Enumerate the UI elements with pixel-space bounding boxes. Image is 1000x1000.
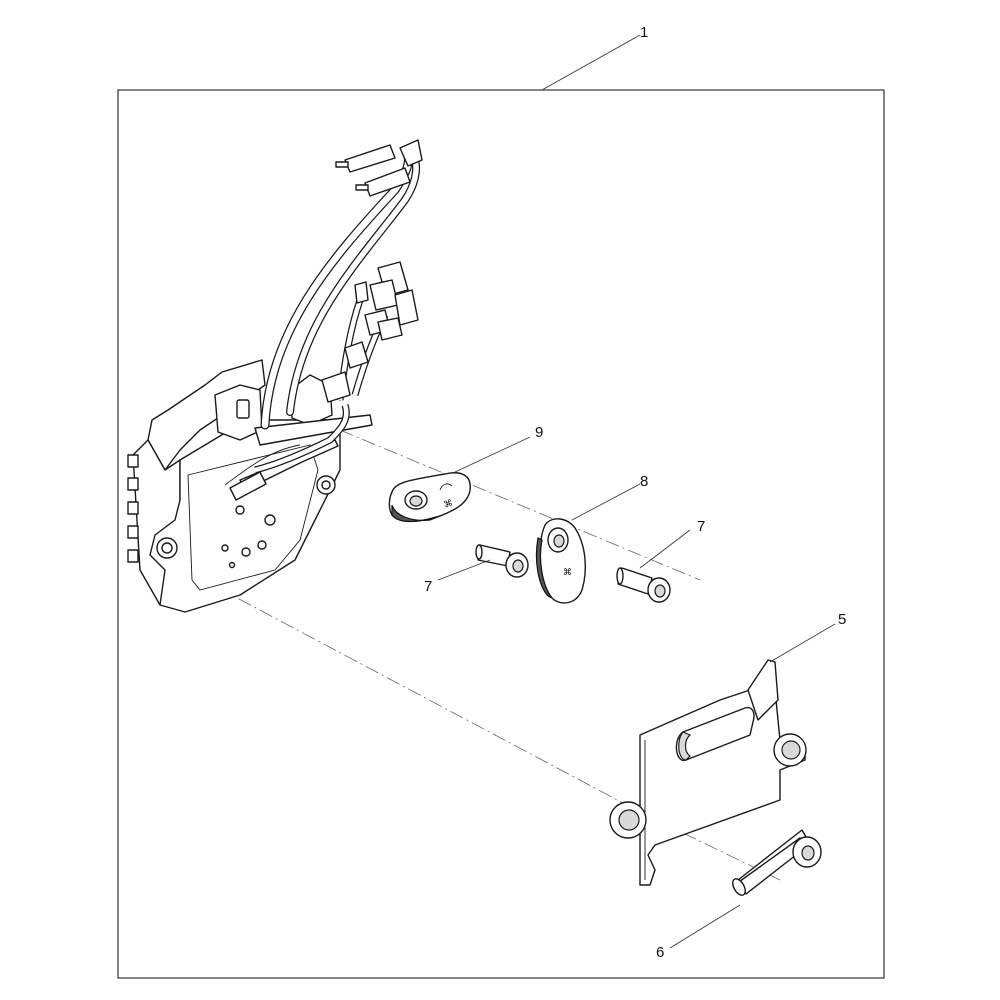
callout-7-right: 7 (697, 518, 705, 535)
callout-labels: 1 9 8 7 7 5 6 (424, 24, 846, 961)
short-screw-right (616, 567, 671, 603)
wire-harness (229, 139, 423, 501)
assembly-frame (117, 89, 885, 979)
long-screw-6 (732, 829, 822, 896)
control-module (127, 359, 373, 613)
callout-9: 9 (535, 424, 543, 441)
svg-text:⌘: ⌘ (442, 497, 454, 509)
cover-plate-5 (609, 659, 807, 886)
callout-5: 5 (838, 611, 846, 628)
callout-6: 6 (656, 944, 664, 961)
callout-7-left: 7 (424, 578, 432, 595)
svg-text:⌘: ⌘ (563, 567, 572, 577)
cable-clamp-8: ⌘ (535, 518, 586, 604)
callout-1: 1 (640, 24, 648, 41)
wire-ferrules (335, 139, 423, 197)
leader-lines (437, 34, 836, 949)
callout-8: 8 (640, 473, 648, 490)
connectors (321, 261, 419, 403)
short-screw-left (475, 544, 529, 578)
side-ribs (127, 454, 139, 563)
cable-clamp-9: ⌘ (388, 472, 471, 523)
face-holes (221, 505, 276, 569)
